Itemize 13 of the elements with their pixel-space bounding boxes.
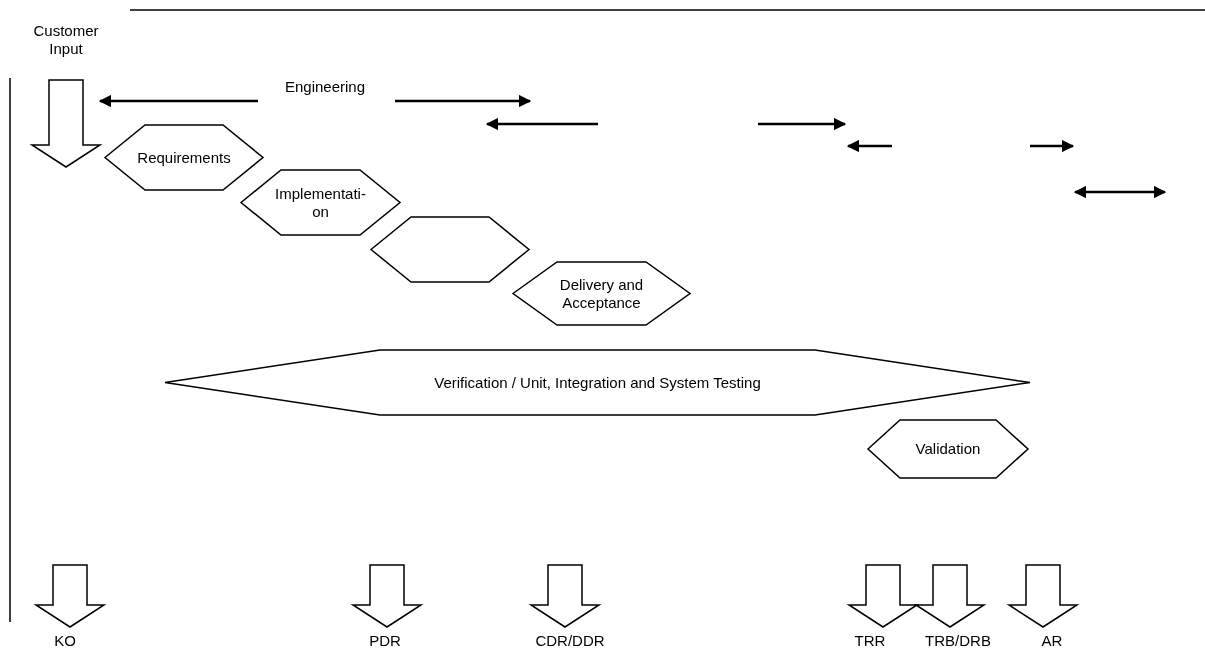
milestone-label: TRR [853, 632, 887, 650]
hexagon-label: Implementati- on [274, 184, 367, 221]
milestone-label: KO [53, 632, 77, 650]
hexagon-label: Validation [914, 440, 982, 458]
milestone-label: CDR/DDR [534, 632, 606, 650]
note-text: Engineering [283, 78, 367, 96]
milestone-label: PDR [368, 632, 402, 650]
milestone-label: AR [1040, 632, 1064, 650]
hexagon-label: Requirements [136, 148, 232, 167]
note-text: Customer Input [32, 22, 100, 58]
hexagon-label: Verification / Unit, Integration and System Testing [433, 373, 762, 392]
hexagon-label: Delivery and Acceptance [558, 275, 645, 312]
milestone-label: TRB/DRB [924, 632, 992, 650]
